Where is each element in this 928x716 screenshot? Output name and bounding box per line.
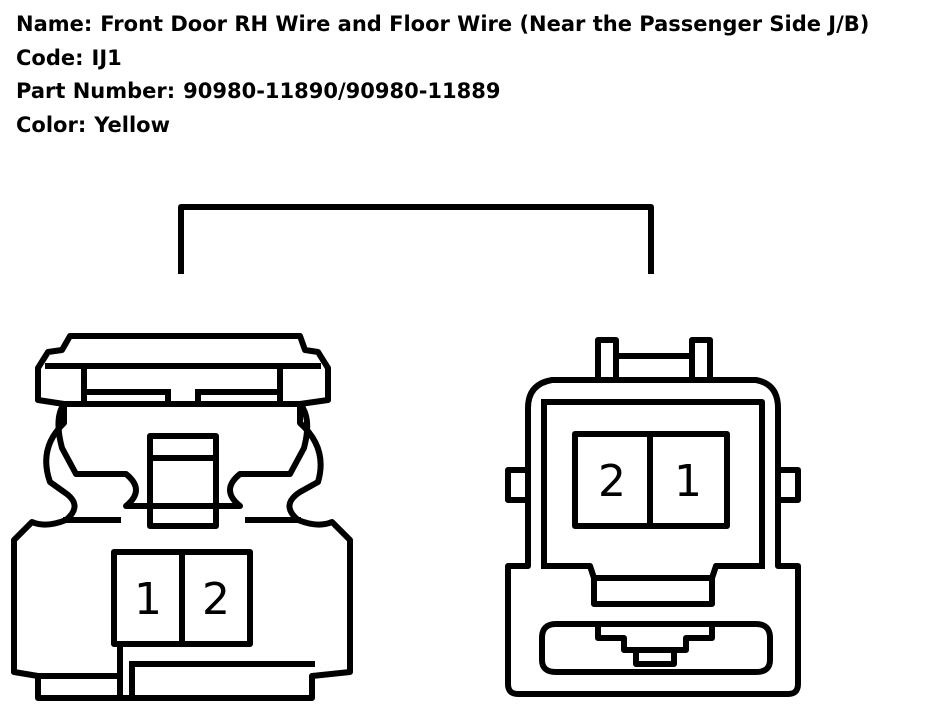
color-value: Yellow bbox=[94, 112, 170, 137]
right-pin-label-1: 1 bbox=[674, 456, 702, 507]
right-tab-slot bbox=[613, 353, 695, 383]
right-housing-outline bbox=[505, 377, 801, 697]
part-number-value: 90980-11890/90980-11889 bbox=[183, 79, 501, 103]
color-row: Color: Yellow bbox=[16, 109, 869, 143]
right-side-clip-right bbox=[775, 467, 801, 503]
name-label: Name: bbox=[16, 12, 93, 36]
name-value: Front Door RH Wire and Floor Wire (Near … bbox=[100, 12, 870, 36]
right-inner-wall bbox=[541, 399, 765, 569]
right-mid-ledge bbox=[591, 575, 715, 607]
part-number-row: Part Number: 90980-11890/90980-11889 bbox=[16, 75, 869, 109]
left-pin-label-2: 2 bbox=[202, 574, 230, 625]
left-connector bbox=[11, 333, 353, 701]
mating-bracket bbox=[178, 204, 654, 274]
right-connector bbox=[505, 337, 801, 697]
right-latch-notch bbox=[595, 621, 715, 653]
name-row: Name: Front Door RH Wire and Floor Wire (… bbox=[16, 8, 869, 42]
code-label: Code: bbox=[16, 45, 84, 70]
part-number-label: Part Number: bbox=[16, 79, 176, 103]
code-value: IJ1 bbox=[91, 45, 122, 70]
right-top-tab bbox=[595, 337, 713, 383]
right-mid-step bbox=[541, 563, 765, 581]
left-lock-cap bbox=[55, 401, 311, 509]
left-latch-box bbox=[81, 363, 283, 407]
left-housing-outline bbox=[11, 333, 353, 701]
right-latch-button bbox=[633, 647, 677, 667]
left-pin-label-1: 1 bbox=[134, 574, 162, 625]
connector-info: Name: Front Door RH Wire and Floor Wire (… bbox=[16, 8, 869, 142]
color-label: Color: bbox=[16, 112, 87, 137]
left-lock-tab bbox=[147, 433, 219, 529]
right-side-clip-left bbox=[505, 467, 531, 503]
right-latch-frame bbox=[539, 621, 773, 675]
left-bottom-key bbox=[117, 641, 315, 701]
right-pin-label-2: 2 bbox=[598, 456, 626, 507]
code-row: Code: IJ1 bbox=[16, 42, 869, 76]
